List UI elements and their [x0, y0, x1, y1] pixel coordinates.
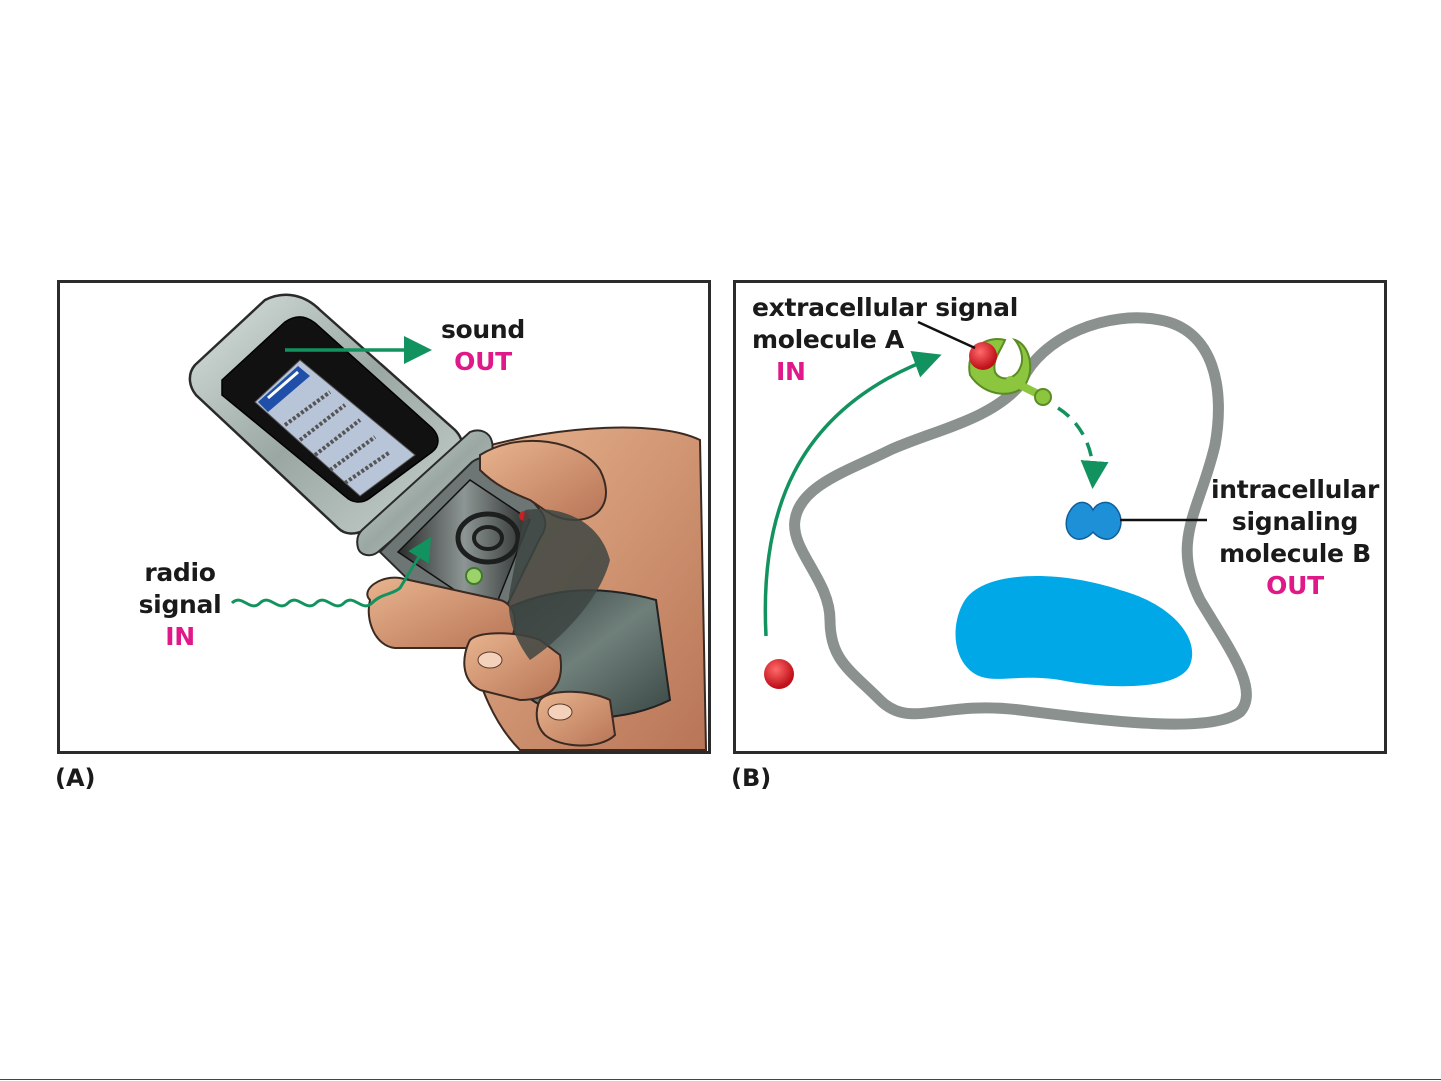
out-tag-b: OUT: [1210, 570, 1380, 602]
intracellular-line1: intracellular: [1210, 474, 1380, 506]
sound-out-label: sound OUT: [436, 314, 530, 378]
relay-dashed-arrow: [1058, 408, 1093, 482]
intracellular-line3: molecule B: [1210, 538, 1380, 570]
panel-a-letter: (A): [55, 764, 96, 792]
nucleus: [956, 576, 1193, 686]
sound-label: sound: [436, 314, 530, 346]
out-tag-a: OUT: [436, 346, 530, 378]
radio-signal-in-label: radio signal IN: [130, 557, 230, 653]
extracellular-signal-line1: extracellular signal: [752, 292, 1018, 324]
radio-label: radio: [130, 557, 230, 589]
bottom-rule: [0, 1079, 1441, 1080]
panel-b-letter: (B): [731, 764, 771, 792]
extracellular-signal-line2: molecule A: [752, 324, 1018, 356]
intracellular-line2: signaling: [1210, 506, 1380, 538]
signal-molecule-a-free: [764, 659, 794, 689]
signal-label: signal: [130, 589, 230, 621]
in-tag-b: IN: [752, 356, 1018, 388]
molecule-a-in-arrow: [765, 357, 935, 636]
in-tag-a: IN: [130, 621, 230, 653]
intracellular-signaling-label: intracellular signaling molecule B OUT: [1210, 474, 1380, 602]
signaling-molecule-b: [1066, 502, 1121, 539]
extracellular-signal-label: extracellular signal molecule A IN: [752, 292, 1018, 388]
